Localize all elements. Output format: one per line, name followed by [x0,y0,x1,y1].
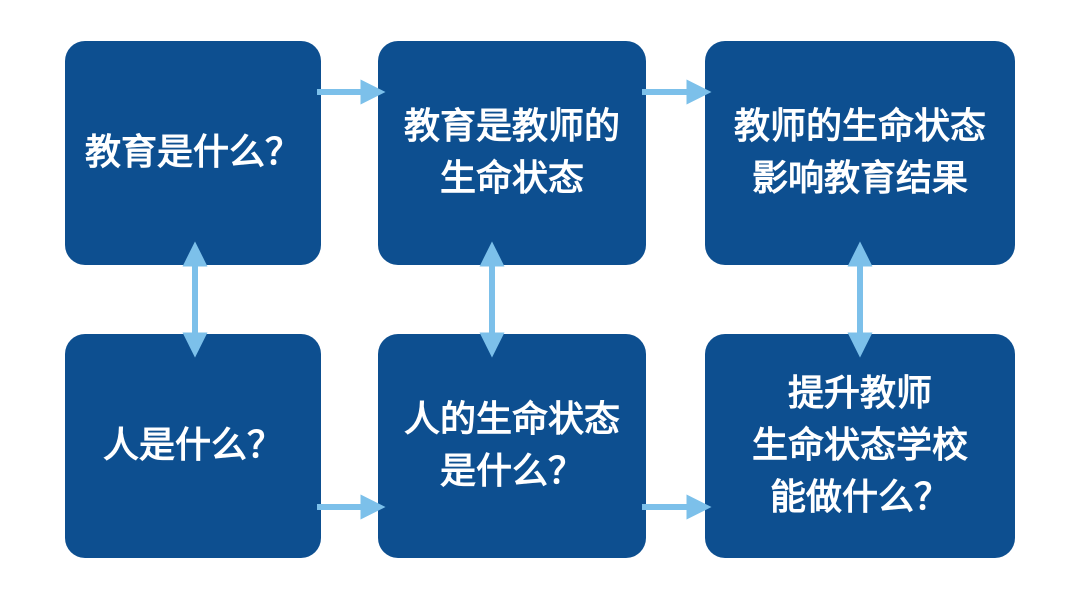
box-teacher-state-affects-results: 教师的生命状态 影响教育结果 [705,41,1015,265]
box-label: 提升教师 生命状态学校 能做什么？ [751,372,968,519]
box-label: 教育是什么？ [84,131,301,173]
box-label: 教育是教师的 生命状态 [403,105,620,199]
box-what-is-human: 人是什么？ [65,334,321,558]
box-what-can-school-do: 提升教师 生命状态学校 能做什么？ [705,334,1015,558]
box-education-is-teacher-life-state: 教育是教师的 生命状态 [378,41,646,265]
box-label: 人的生命状态 是什么？ [403,398,620,492]
box-what-is-human-life-state: 人的生命状态 是什么？ [378,334,646,558]
box-what-is-education: 教育是什么？ [65,41,321,265]
box-label: 教师的生命状态 影响教育结果 [733,105,986,199]
box-label: 人是什么？ [102,424,283,466]
